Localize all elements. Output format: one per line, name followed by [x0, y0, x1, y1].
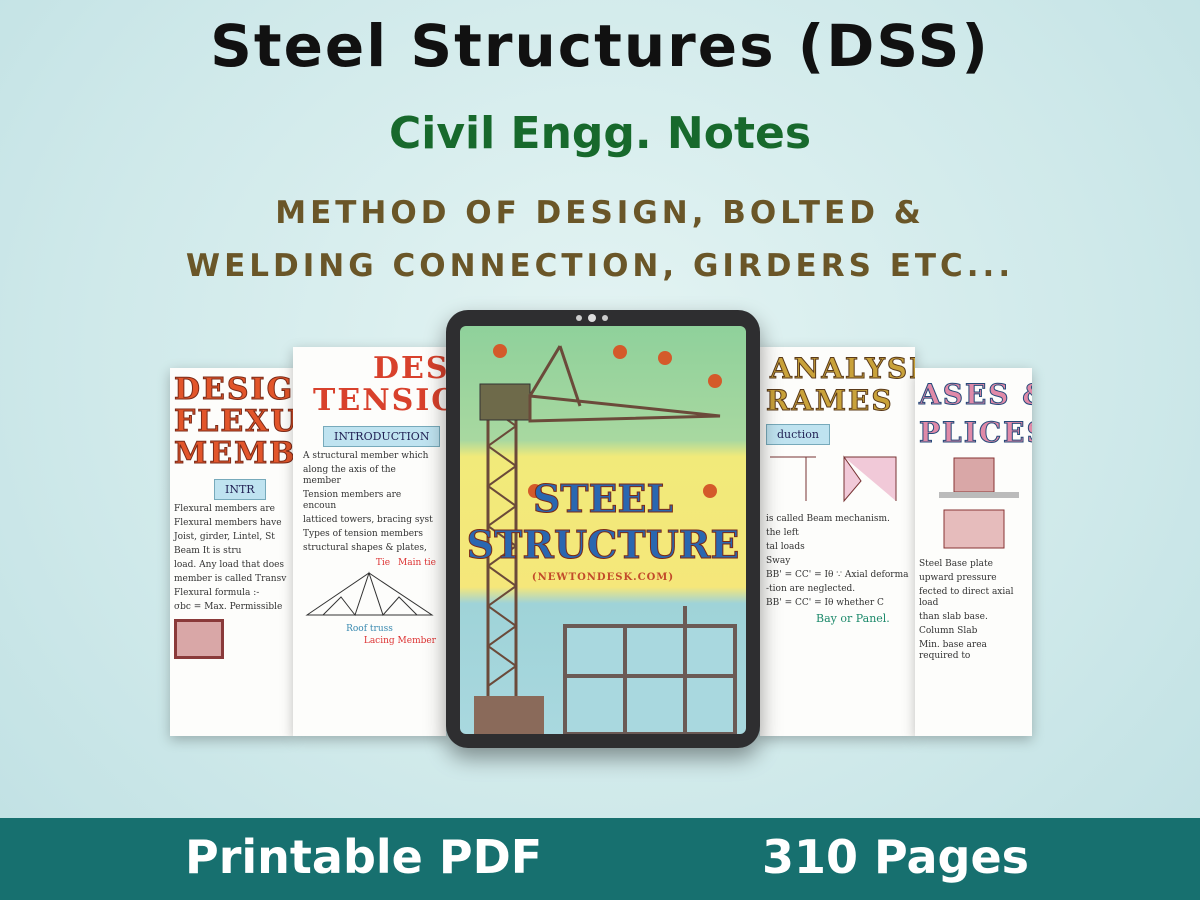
section-ribbon: duction — [766, 424, 830, 445]
note-line: Tension members are encoun — [303, 490, 402, 511]
notes-page-tension: DESITENSIO INTRODUCTION A structural mem… — [293, 347, 446, 736]
note-line: fected to direct axial load — [919, 587, 1014, 608]
camera-icon — [588, 314, 596, 322]
note-line: member is called Transv — [174, 574, 287, 584]
footer-band: Printable PDF 310 Pages — [0, 818, 1200, 900]
label-bay-panel: Bay or Panel. — [816, 612, 890, 625]
diagram-floor-grid — [174, 619, 224, 659]
note-line: upward pressure — [919, 573, 997, 583]
notes-page-frames: ANALYSISRAMES duction is called Beam mec… — [760, 347, 915, 736]
frame-diagram — [770, 455, 897, 503]
page-heading: DESITENSIO — [313, 351, 446, 418]
note-line: -tion are neglected. — [766, 584, 856, 594]
note-line: Steel Base plate — [919, 559, 993, 569]
book-cover: STEEL STRUCTURE (NEWTONDESK.COM) — [460, 326, 746, 734]
note-line: Flexural members have — [174, 518, 282, 528]
note-line: BB' = CC' = Iθ ∵ Axial deforma — [766, 570, 909, 580]
note-line: Joist, girder, Lintel, St — [174, 532, 275, 542]
tagline-line-2: WELDING CONNECTION, GIRDERS ETC... — [185, 248, 1015, 284]
camera-dot-icon — [576, 315, 582, 321]
label-lacing-member: Lacing Member — [363, 636, 436, 646]
note-line: structural shapes & plates, — [303, 543, 427, 553]
page-count-label: 310 Pages — [762, 830, 1030, 884]
note-line: Min. base area required to — [919, 640, 987, 661]
note-line: than slab base. — [919, 612, 988, 622]
cover-title-line-1: STEEL — [532, 476, 674, 522]
section-ribbon: INTRODUCTION — [323, 426, 441, 447]
label-main-tie: Main tie — [398, 558, 436, 568]
note-line: latticed towers, bracing syst — [303, 515, 433, 525]
tagline-line-1: METHOD OF DESIGN, BOLTED & — [275, 195, 925, 231]
note-line: A structural member which — [303, 451, 429, 461]
tablet-device: STEEL STRUCTURE (NEWTONDESK.COM) — [446, 310, 760, 748]
note-line: BB' = CC' = Iθ whether C — [766, 598, 884, 608]
page-title: Steel Structures (DSS) — [210, 12, 990, 80]
note-line: Column Slab — [919, 626, 978, 636]
section-ribbon: INTR — [214, 479, 266, 500]
base-plate-diagram — [939, 457, 1019, 549]
note-line: Types of tension members — [303, 529, 423, 539]
note-line: σbc = Max. Permissible — [174, 602, 283, 612]
roof-truss-diagram — [305, 571, 434, 617]
note-line: Flexural members are — [174, 504, 275, 514]
note-line: is called Beam mechanism. — [766, 514, 890, 524]
format-label: Printable PDF — [185, 830, 543, 884]
label-tie: Tie — [375, 558, 391, 568]
note-line: along the axis of the member — [303, 465, 396, 486]
note-line: Flexural formula :- — [174, 588, 260, 598]
note-line: load. Any load that does — [174, 560, 285, 570]
crane-illustration — [474, 344, 737, 734]
camera-dot-icon — [602, 315, 608, 321]
note-line: tal loads — [766, 542, 805, 552]
note-line: the left — [766, 528, 799, 538]
note-line: Beam It is stru — [174, 546, 242, 556]
cover-title-line-2: STRUCTURE — [466, 522, 740, 568]
page-heading: ANALYSISRAMES — [766, 352, 916, 417]
label-roof-truss: Roof truss — [346, 624, 393, 634]
subtitle: Civil Engg. Notes — [388, 108, 812, 159]
cover-website: (NEWTONDESK.COM) — [531, 572, 675, 583]
note-line: Sway — [766, 556, 791, 566]
